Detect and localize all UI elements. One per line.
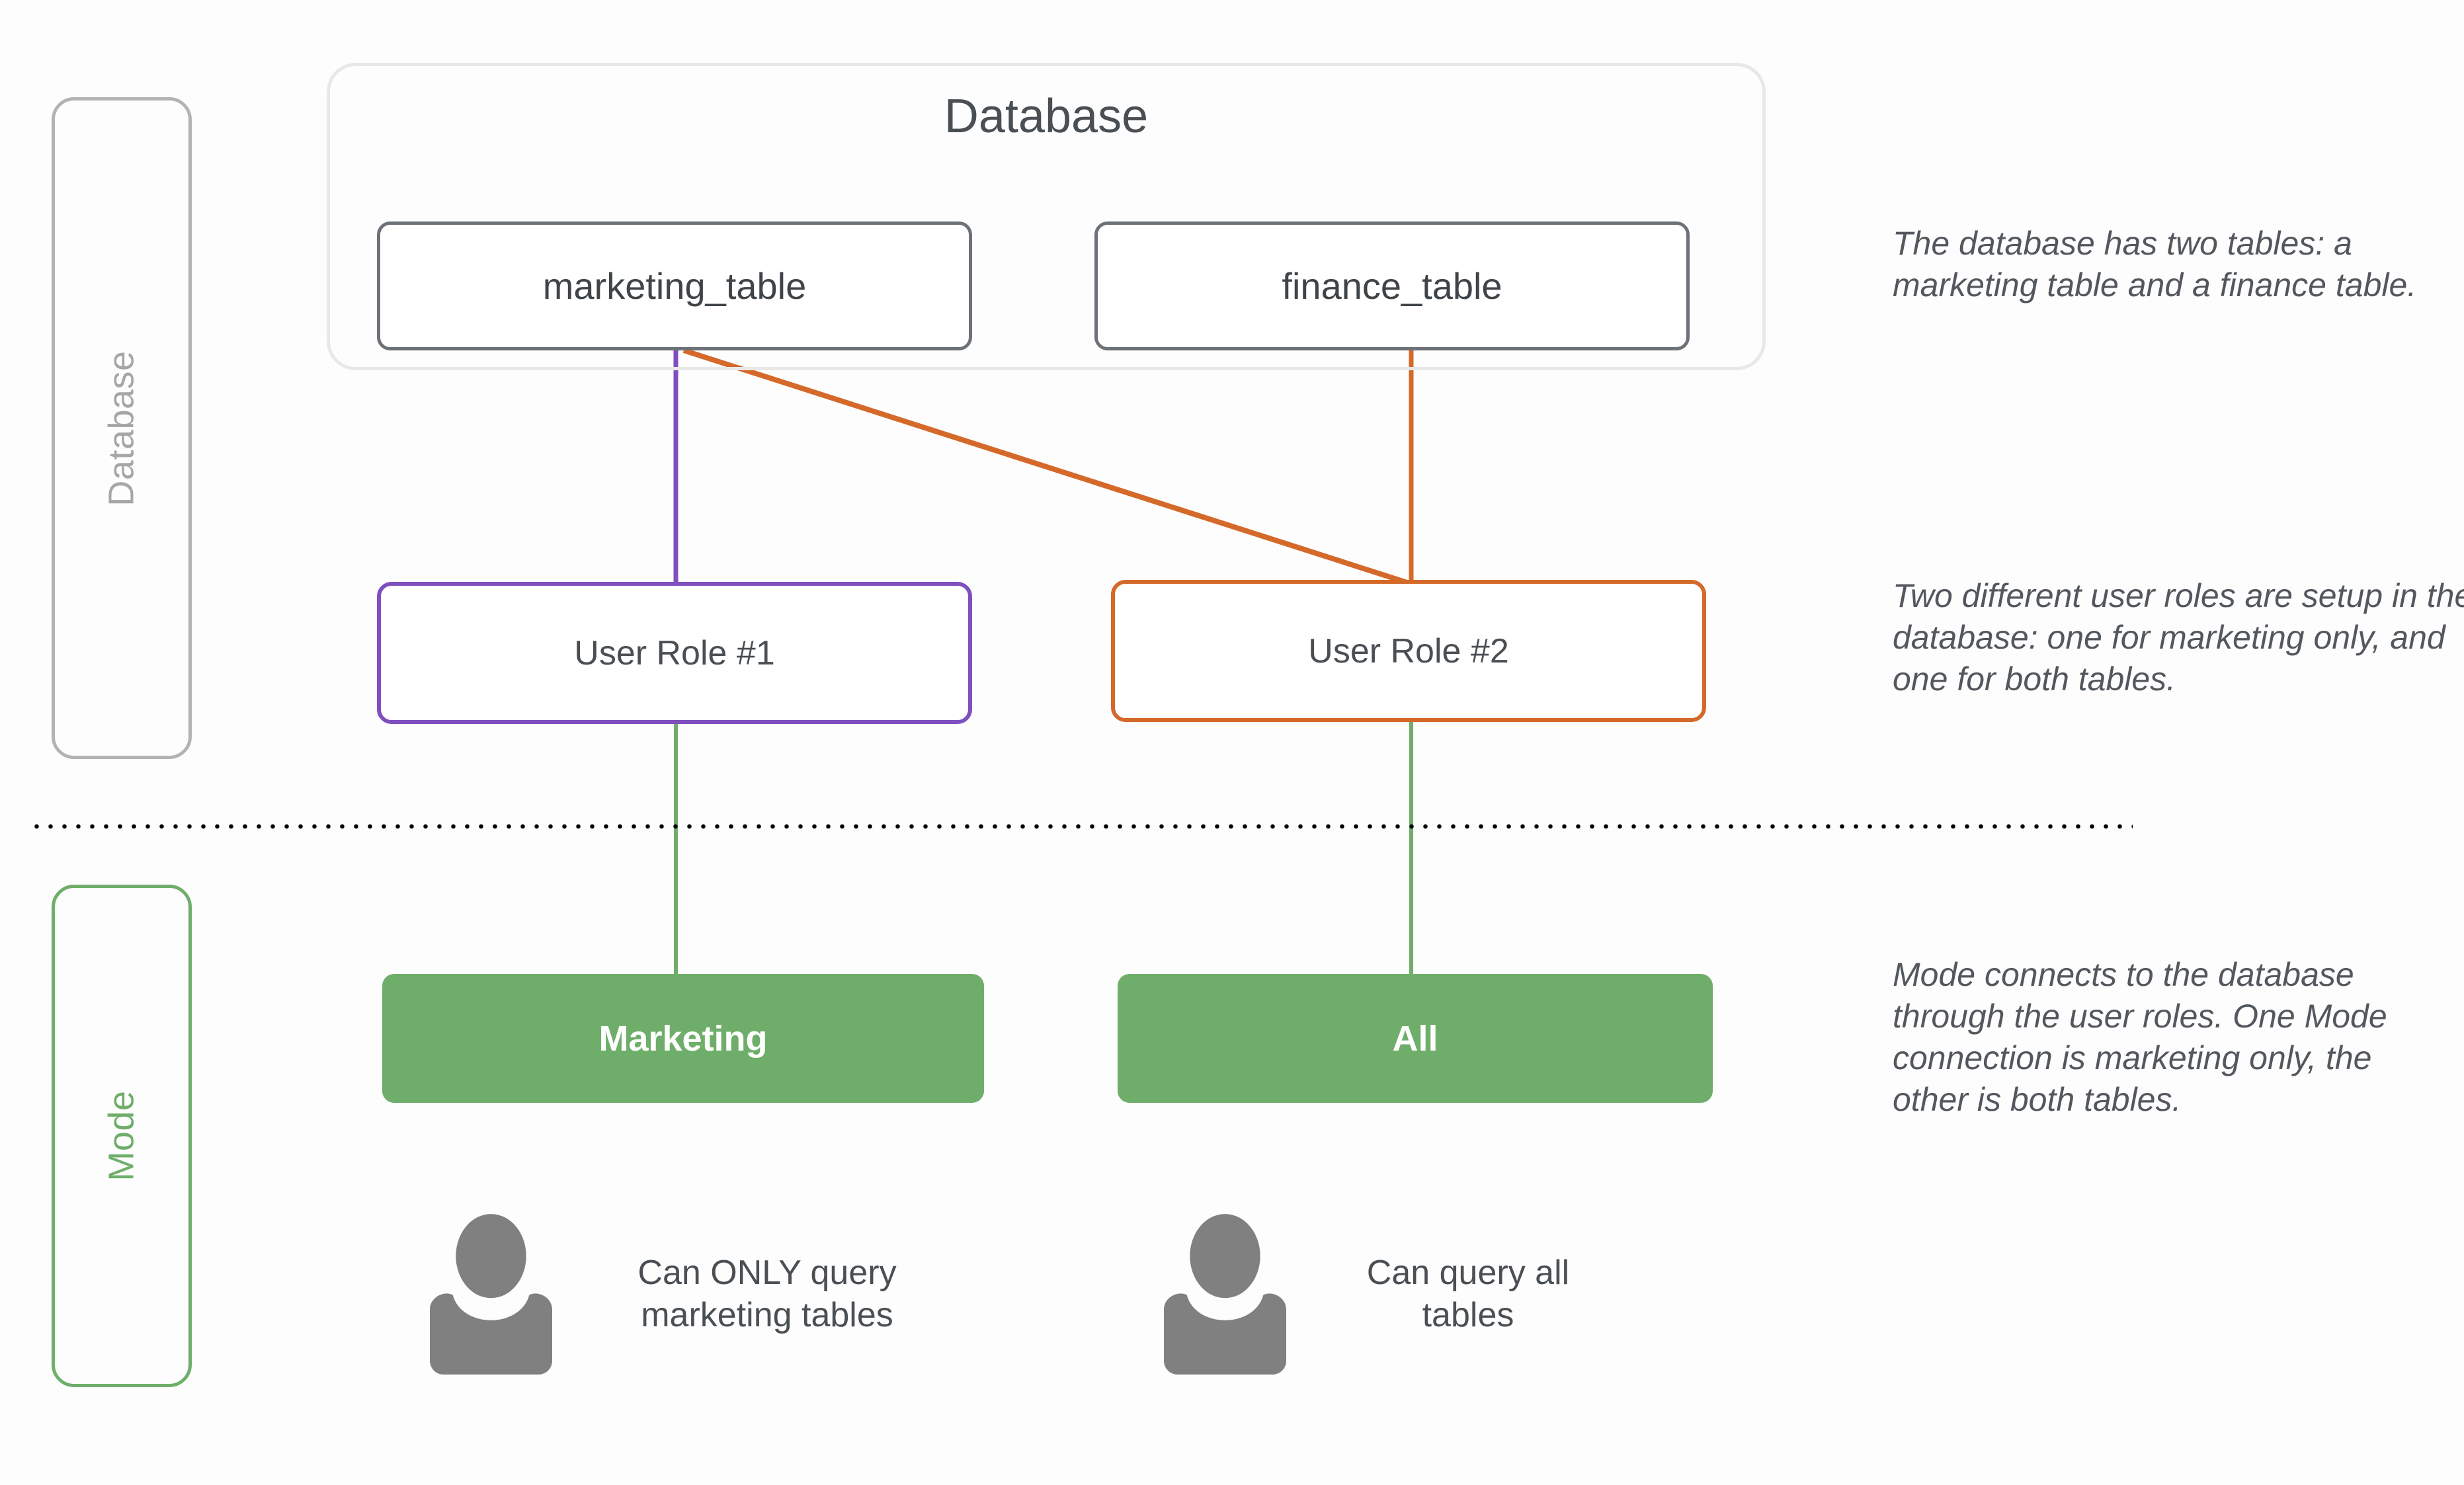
section-rail-database: Database — [52, 97, 192, 759]
annotation-user-roles: Two different user roles are setup in th… — [1893, 577, 2464, 698]
table-node-marketing-label: marketing_table — [542, 265, 807, 307]
wire-marketing-to-role2 — [682, 348, 1413, 586]
mode-connection-all[interactable]: All — [1118, 974, 1713, 1103]
table-node-finance[interactable]: finance_table — [1094, 221, 1690, 350]
table-node-finance-label: finance_table — [1282, 265, 1502, 307]
mode-connection-marketing[interactable]: Marketing — [382, 974, 984, 1103]
section-rail-database-label: Database — [102, 350, 142, 506]
user-row-marketing: Can ONLY query marketing tables — [430, 1213, 956, 1375]
user-role-node-1-label: User Role #1 — [574, 633, 775, 672]
user-role-node-1[interactable]: User Role #1 — [377, 582, 972, 724]
section-divider — [30, 822, 2133, 831]
annotation-mode-connections: Mode connects to the database through th… — [1893, 956, 2387, 1118]
section-rail-mode: Mode — [52, 885, 192, 1387]
user-row-all-caption: Can query all tables — [1366, 1254, 1570, 1334]
database-title: Database — [944, 90, 1149, 143]
annotation-database: The database has two tables: a marketing… — [1893, 225, 2417, 303]
database-container — [327, 63, 1766, 370]
user-role-node-2-label: User Role #2 — [1308, 631, 1509, 670]
user-role-node-2[interactable]: User Role #2 — [1111, 580, 1706, 722]
mode-connection-all-label: All — [1392, 1018, 1438, 1059]
user-row-all: Can query all tables — [1164, 1213, 1623, 1375]
person-icon — [430, 1214, 552, 1375]
table-node-marketing[interactable]: marketing_table — [377, 221, 972, 350]
person-icon — [1164, 1214, 1286, 1375]
mode-connection-marketing-label: Marketing — [598, 1018, 768, 1059]
user-row-marketing-caption: Can ONLY query marketing tables — [637, 1254, 897, 1334]
section-rail-mode-label: Mode — [102, 1090, 142, 1182]
